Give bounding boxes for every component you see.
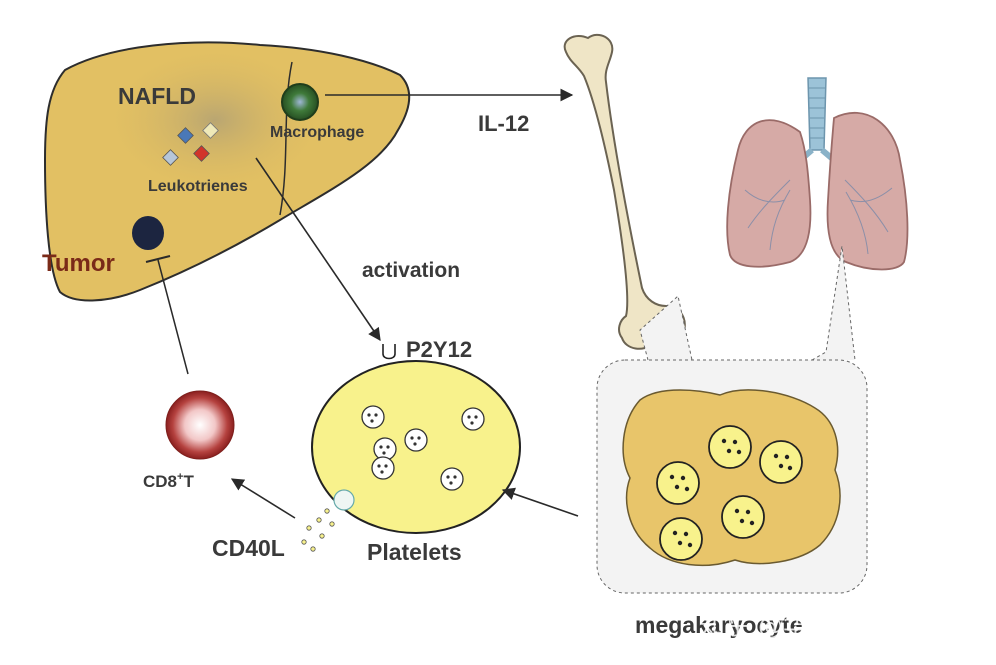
leukotriene-diamond-blue: [177, 127, 194, 144]
leukotriene-diamond-cream: [202, 122, 219, 139]
cd40l-to-cd8-arrow: [230, 478, 296, 519]
megakaryocyte-cell: [622, 389, 841, 567]
trachea: [807, 77, 827, 151]
left-lung: [726, 119, 812, 268]
leukotriene-diamond-grey: [162, 149, 179, 166]
megakaryocyte-granule-3: [656, 461, 700, 505]
nafld-label: NAFLD: [118, 83, 196, 109]
megakaryocyte-granule-1: [708, 425, 752, 469]
lung-vessels: [744, 179, 893, 255]
right-lung: [826, 112, 909, 271]
cd8-tumor-inhibition-line: [157, 259, 189, 375]
tumor-cell: [132, 216, 164, 250]
cd40l-label: CD40L: [212, 535, 285, 561]
macrophage-cell: [281, 83, 319, 121]
cd8-t-cell: [165, 390, 235, 460]
megakaryocyte-granule-5: [659, 517, 703, 561]
cd8-label: CD8+T: [143, 471, 194, 491]
p2y12-receptor: [382, 344, 396, 360]
trachea-rings: [809, 87, 825, 139]
tumor-label: Tumor: [42, 250, 115, 277]
leukotrienes-label: Leukotrienes: [148, 178, 248, 195]
megakaryocyte-granule-2: [759, 440, 803, 484]
p2y12-label: P2Y12: [406, 337, 472, 362]
cd8-label-main: CD8: [143, 472, 177, 491]
platelets-label: Platelets: [367, 539, 462, 565]
leukotriene-diamond-red: [193, 145, 210, 162]
megakaryocyte-to-platelet-arrow: [501, 487, 579, 517]
macrophage-label: Macrophage: [270, 124, 364, 141]
bone-shape: [563, 33, 686, 350]
platelet-granules: [361, 405, 485, 491]
watermark: 知乎 @华仁医学科技: [700, 611, 933, 640]
cd40l-particles: [301, 508, 335, 552]
callout-pointer: [639, 245, 856, 361]
cd8-label-suffix: T: [183, 472, 194, 491]
platelet-granule-dots: [367, 413, 478, 485]
cd8-label-sup: +: [177, 471, 183, 483]
activation-label: activation: [362, 259, 460, 282]
liver-shading: [110, 50, 320, 190]
megakaryocyte-granule-4: [721, 495, 765, 539]
releasing-granule: [333, 489, 355, 511]
activation-arrow: [255, 157, 381, 342]
megakaryocyte-label: megakaryocyte: [635, 612, 803, 638]
inhibition-bar: [145, 255, 171, 263]
il12-label: IL-12: [478, 111, 529, 136]
